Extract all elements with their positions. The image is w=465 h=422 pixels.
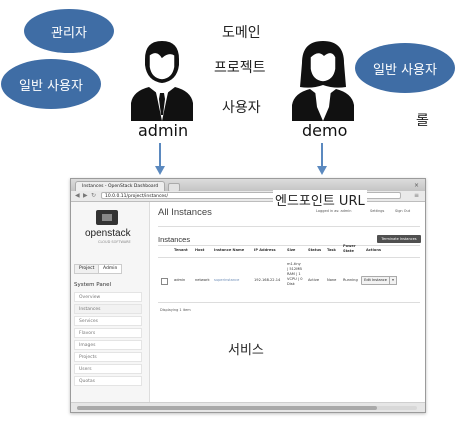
column-header-host[interactable]: Host [195, 248, 205, 252]
menu-icon[interactable]: ≡ [414, 192, 420, 199]
address-field[interactable]: 10.0.0.11/project/instances/ [101, 192, 401, 199]
sidebar-item-projects[interactable]: Projects [74, 352, 142, 362]
admin-user-name: admin [138, 121, 189, 140]
terminate-instances-button[interactable]: Terminate Instances [377, 235, 421, 243]
reload-icon[interactable]: ↻ [91, 192, 97, 199]
window-close-icon[interactable]: × [414, 182, 420, 189]
sidebar-item-services[interactable]: Services [74, 316, 142, 326]
general-user-label-left: 일반 사용자 [19, 78, 83, 94]
table-bottom-line [158, 302, 420, 303]
browser-urlbar: ◀ ▶ ↻ 10.0.0.11/project/instances/ ≡ [71, 191, 425, 202]
column-header-tenant[interactable]: Tenant [174, 248, 188, 252]
sidebar-item-instances[interactable]: Instances [74, 304, 142, 314]
column-header-size[interactable]: Size [287, 248, 296, 252]
logo-text: openstack [85, 228, 131, 239]
displaying-count: Displaying 1 item [160, 308, 191, 312]
cell-task: None [327, 278, 337, 282]
sidebar-item-overview[interactable]: Overview [74, 292, 142, 302]
page-title: All Instances [158, 207, 212, 218]
table-header-line [158, 257, 420, 258]
endpoint-url-label: 엔드포인트 URL [273, 190, 367, 209]
cell-status: Active [308, 278, 320, 282]
sidebar-item-flavors[interactable]: Flavors [74, 328, 142, 338]
column-header-task[interactable]: Task [327, 248, 336, 252]
browser-window: Instances - OpenStack Dashboard × ◀ ▶ ↻ … [70, 178, 426, 413]
table-top-line [158, 245, 420, 246]
sidebar-item-quotas[interactable]: Quotas [74, 376, 142, 386]
demo-arrow-line [321, 143, 323, 167]
browser-tab[interactable]: Instances - OpenStack Dashboard [75, 181, 165, 191]
actions-dropdown-chevron-icon[interactable]: ▾ [389, 276, 397, 285]
title-divider [158, 226, 420, 227]
instances-section-title: Instances [158, 235, 191, 244]
role-label: 롤 [416, 113, 429, 129]
logged-in-text: Logged in as: admin [316, 209, 352, 213]
settings-link[interactable]: Settings [370, 209, 385, 213]
sidebar-item-users[interactable]: Users [74, 364, 142, 374]
admin-role-label: 관리자 [51, 25, 87, 41]
logo-subtitle: CLOUD SOFTWARE [98, 240, 131, 244]
openstack-logo-icon [96, 210, 118, 225]
forward-icon[interactable]: ▶ [83, 192, 88, 199]
service-label: 서비스 [228, 343, 264, 358]
admin-arrow-head [155, 166, 165, 175]
male-user-icon [131, 41, 193, 121]
cell-tenant: admin [174, 278, 186, 282]
column-header-ip-address[interactable]: IP Address [254, 248, 276, 252]
tab-admin[interactable]: Admin [98, 264, 123, 274]
admin-role-bubble: 관리자 [24, 9, 114, 53]
sidebar-item-images[interactable]: Images [74, 340, 142, 350]
cell-host: network [195, 278, 210, 282]
horizontal-scrollbar-thumb[interactable] [77, 406, 377, 410]
main-content: All Instances Logged in as: admin Settin… [150, 202, 425, 402]
female-user-icon [292, 41, 354, 121]
domain-label: 도메인 [222, 25, 261, 41]
user-label: 사용자 [222, 100, 261, 116]
column-header-actions: Actions [366, 248, 382, 252]
browser-statusbar [71, 402, 425, 412]
cell-ip-address: 192.168.22.14 [254, 278, 281, 282]
general-user-bubble-right: 일반 사용자 [355, 43, 455, 93]
column-header-status[interactable]: Status [308, 248, 322, 252]
column-header-instance-name[interactable]: Instance Name [214, 248, 245, 252]
cell-size: m1.tiny | 512MB RAM | 1 VCPU | 0 Disk [287, 262, 303, 286]
general-user-bubble-left: 일반 사용자 [1, 59, 101, 109]
tab-project[interactable]: Project [74, 264, 100, 274]
cell-power-state: Running [343, 278, 358, 282]
edit-instance-button[interactable]: Edit Instance [361, 276, 390, 285]
demo-arrow-head [317, 166, 327, 175]
cell-instance-name[interactable]: superinstance [214, 278, 240, 282]
browser-titlebar: Instances - OpenStack Dashboard × [71, 179, 425, 192]
sign-out-link[interactable]: Sign Out [395, 209, 411, 213]
demo-user-name: demo [302, 121, 348, 140]
system-panel-title: System Panel [74, 282, 112, 288]
admin-arrow-line [159, 143, 161, 167]
general-user-label-right: 일반 사용자 [373, 62, 437, 78]
back-icon[interactable]: ◀ [75, 192, 80, 199]
project-label: 프로젝트 [214, 60, 266, 76]
sidebar: openstack CLOUD SOFTWARE Project Admin S… [71, 202, 150, 402]
row-checkbox[interactable] [161, 278, 168, 285]
column-header-power-state[interactable]: Power State [343, 244, 356, 253]
